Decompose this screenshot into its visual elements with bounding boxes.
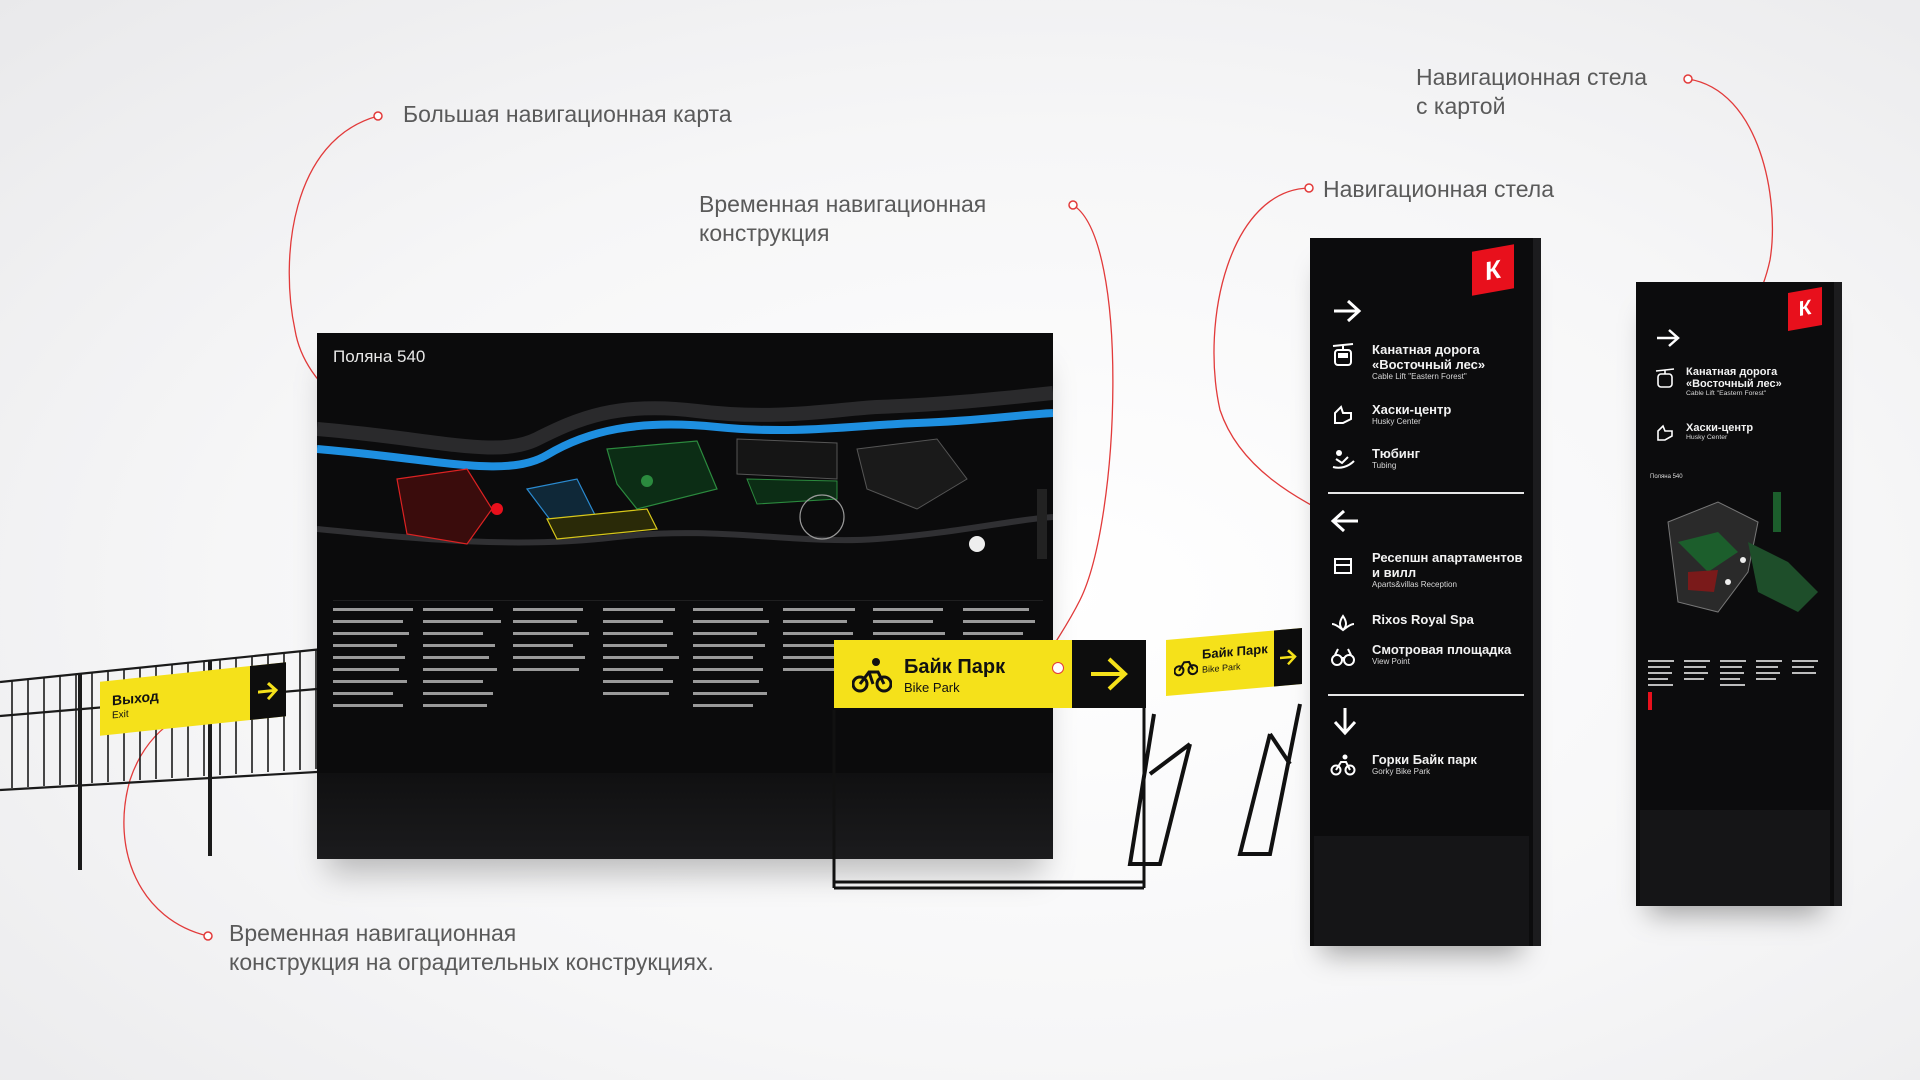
callout-marker bbox=[1052, 662, 1064, 674]
stela-item: Смотровая площадка View Point bbox=[1372, 642, 1528, 666]
navigation-stela-with-map: К Канатная дорога «Восточный лес» Cable … bbox=[1636, 282, 1834, 906]
stela-item-subtitle: Cable Lift "Eastern Forest" bbox=[1686, 390, 1767, 397]
arrow-right-icon bbox=[250, 662, 286, 721]
cable-car-icon bbox=[1652, 366, 1678, 392]
bike-icon bbox=[1328, 750, 1358, 780]
bike-icon bbox=[851, 654, 893, 699]
stela-item-title: Хаски-центр bbox=[1686, 422, 1754, 434]
arrow-down-icon bbox=[1328, 704, 1362, 738]
callout-stela-map: Навигационная стела с картой bbox=[1416, 64, 1648, 119]
navigation-stela: К Канатная дорога «Восточный лес» Cable … bbox=[1310, 238, 1533, 946]
stela-item-subtitle: Cable Lift "Eastern Forest" bbox=[1372, 372, 1467, 381]
arrow-right-icon bbox=[1330, 294, 1364, 328]
brand-logo: К bbox=[1472, 244, 1514, 296]
stela-item-subtitle: Husky Center bbox=[1372, 417, 1421, 426]
stela-item: Ресепшн апартаментов и вилл Aparts&villa… bbox=[1372, 550, 1528, 589]
stela-item-subtitle: Tubing bbox=[1372, 461, 1397, 470]
stela-item: Rixos Royal Spa bbox=[1372, 612, 1522, 627]
navigation-map-board: Поляна 540 bbox=[317, 333, 1053, 859]
binoculars-icon bbox=[1328, 642, 1358, 672]
stela-base bbox=[1640, 810, 1830, 906]
reception-icon bbox=[1328, 550, 1358, 580]
small-bike-park-label: Байк Парк bbox=[1202, 641, 1268, 662]
callout-stela: Навигационная стела bbox=[1323, 176, 1555, 202]
mini-map-legend bbox=[1648, 660, 1818, 710]
bike-park-sign: Байк Парк Bike Park bbox=[834, 640, 1146, 708]
exit-sign-label: Выход bbox=[112, 687, 159, 709]
arrow-left-icon bbox=[1328, 504, 1362, 538]
stela-item: Канатная дорога «Восточный лес» Cable Li… bbox=[1686, 366, 1826, 397]
board-title: Поляна 540 bbox=[333, 347, 426, 366]
stela-item-title: Горки Байк парк bbox=[1372, 752, 1477, 767]
husky-icon bbox=[1652, 420, 1678, 446]
callout-temp-construction: Временная навигационная конструкция bbox=[699, 191, 987, 246]
exit-sign: Выход Exit bbox=[100, 662, 286, 736]
stela-item: Хаски-центр Husky Center bbox=[1686, 422, 1826, 441]
tubing-icon bbox=[1328, 444, 1358, 474]
brand-logo: К bbox=[1788, 287, 1822, 331]
resort-map bbox=[317, 369, 1053, 599]
arrow-right-icon bbox=[1654, 324, 1682, 352]
callout-fence-construction: Временная навигационная конструкция на о… bbox=[229, 920, 714, 975]
stela-item-title: Ресепшн апартаментов и вилл bbox=[1372, 550, 1523, 580]
stela-item: Горки Байк парк Gorky Bike Park bbox=[1372, 752, 1522, 776]
bike-park-label: Байк Парк bbox=[904, 656, 1006, 678]
divider bbox=[1328, 694, 1524, 696]
river bbox=[317, 409, 1053, 471]
stela-item-title: Канатная дорога «Восточный лес» bbox=[1686, 366, 1782, 390]
spa-icon bbox=[1328, 608, 1358, 638]
callout-big-map: Большая навигационная карта bbox=[403, 101, 732, 127]
stela-item-subtitle: Gorky Bike Park bbox=[1372, 767, 1431, 776]
arrow-right-icon bbox=[1072, 640, 1146, 708]
stela-mini-map: Поляна 540 bbox=[1648, 474, 1826, 652]
bike-park-sublabel: Bike Park bbox=[904, 680, 960, 695]
stela-item-title: Хаски-центр bbox=[1372, 402, 1452, 417]
stela-item: Хаски-центр Husky Center bbox=[1372, 402, 1522, 426]
small-bike-park-sublabel: Bike Park bbox=[1202, 661, 1241, 675]
a-frame-stand bbox=[1127, 703, 1302, 866]
stela-item-title: Тюбинг bbox=[1372, 446, 1420, 461]
small-bike-park-sign: Байк Парк Bike Park bbox=[1166, 628, 1302, 696]
stela-item: Канатная дорога «Восточный лес» Cable Li… bbox=[1372, 342, 1522, 381]
arrow-right-icon bbox=[1274, 628, 1302, 687]
exit-sign-sublabel: Exit bbox=[112, 708, 129, 722]
map-legend bbox=[333, 600, 1043, 707]
stela-item-title: Смотровая площадка bbox=[1372, 642, 1512, 657]
cable-car-icon bbox=[1328, 340, 1358, 370]
stela-item-subtitle: View Point bbox=[1372, 657, 1410, 666]
divider bbox=[1328, 492, 1524, 494]
board-base bbox=[317, 773, 1053, 859]
stela-item-subtitle: Husky Center bbox=[1686, 434, 1728, 441]
stela-item: Тюбинг Tubing bbox=[1372, 446, 1522, 470]
stela-item-title: Rixos Royal Spa bbox=[1372, 612, 1474, 627]
bike-icon bbox=[1173, 651, 1199, 682]
husky-icon bbox=[1328, 400, 1358, 430]
stela-base bbox=[1314, 836, 1529, 946]
stela-item-subtitle: Aparts&villas Reception bbox=[1372, 580, 1457, 589]
stela-item-title: Канатная дорога «Восточный лес» bbox=[1372, 342, 1486, 372]
mini-map-title: Поляна 540 bbox=[1650, 474, 1683, 480]
